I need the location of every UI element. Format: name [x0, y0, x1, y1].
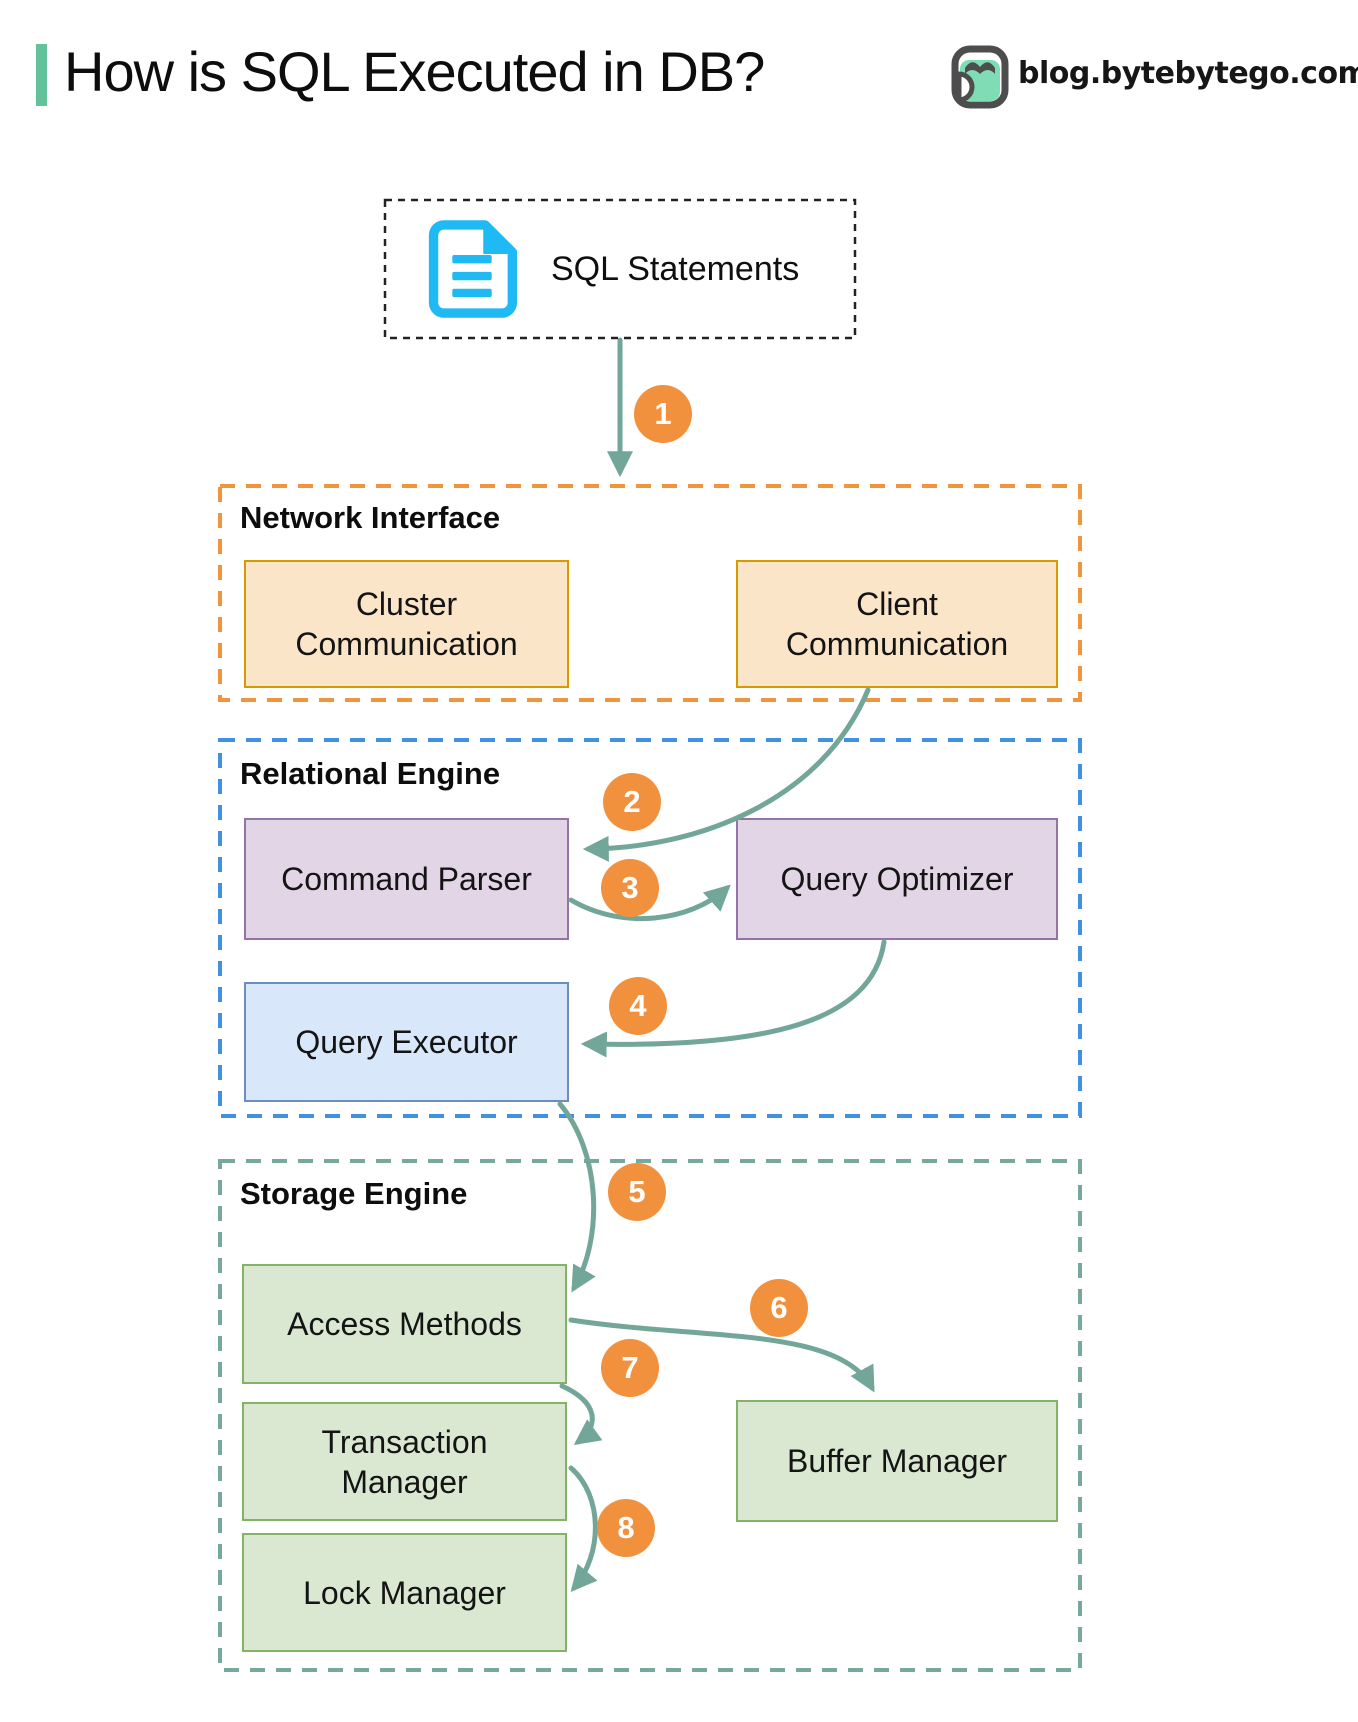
step-badge-5: 5 — [608, 1163, 666, 1221]
node-buffer-manager: Buffer Manager — [736, 1400, 1058, 1522]
step-badge-4: 4 — [609, 977, 667, 1035]
step-badge-2: 2 — [603, 773, 661, 831]
bytebytego-logo-icon — [951, 45, 1009, 109]
node-access-methods: Access Methods — [242, 1264, 567, 1384]
document-icon — [428, 220, 517, 318]
sql-statements-label: SQL Statements — [551, 249, 800, 288]
step-badge-6: 6 — [750, 1279, 808, 1337]
step-badge-3: 3 — [601, 859, 659, 917]
step-badge-7: 7 — [601, 1339, 659, 1397]
section-title-storage-engine: Storage Engine — [240, 1176, 468, 1211]
node-cluster-communication: Cluster Communication — [244, 560, 569, 688]
node-client-communication: Client Communication — [736, 560, 1058, 688]
node-lock-manager: Lock Manager — [242, 1533, 567, 1652]
step-badge-1: 1 — [634, 385, 692, 443]
node-command-parser: Command Parser — [244, 818, 569, 940]
section-title-relational-engine: Relational Engine — [240, 756, 501, 791]
section-title-network-interface: Network Interface — [240, 500, 501, 535]
node-query-executor: Query Executor — [244, 982, 569, 1102]
node-query-optimizer: Query Optimizer — [736, 818, 1058, 940]
arrow-5-executor-to-access — [557, 1101, 597, 1293]
title-accent-bar — [36, 44, 47, 106]
sql-statements-box: SQL Statements — [385, 200, 855, 338]
page-title: How is SQL Executed in DB? — [64, 40, 765, 103]
step-badge-8: 8 — [597, 1499, 655, 1557]
node-transaction-manager: Transaction Manager — [242, 1402, 567, 1521]
arrow-8-transaction-to-lock — [568, 1465, 598, 1592]
site-url: blog.bytebytego.com — [1018, 56, 1358, 91]
